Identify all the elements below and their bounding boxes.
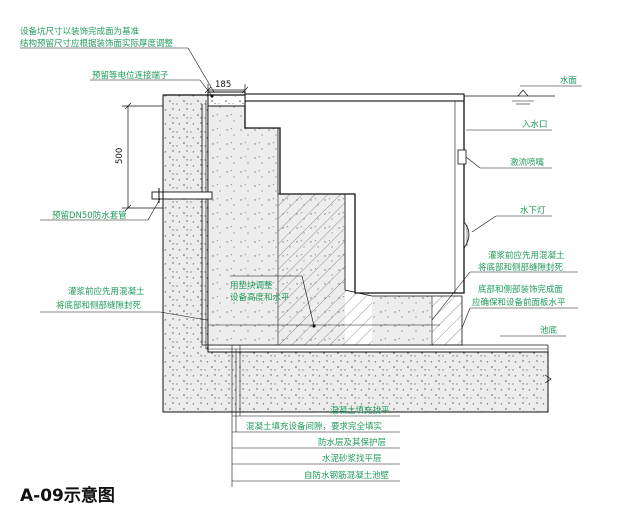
layer-label-5: 自防水钢筋混凝土池壁 xyxy=(304,470,390,481)
label-water-surface: 水面 xyxy=(560,75,578,86)
label-terminal: 预留等电位连接端子 xyxy=(92,70,169,81)
label-jet: 激流喷嘴 xyxy=(510,157,545,168)
layer-label-1: 混凝土填充找平 xyxy=(330,405,390,416)
pool-water-lines xyxy=(464,89,555,412)
label-finish-2: 应确保和设备前面板水平 xyxy=(472,297,566,308)
spa-equipment xyxy=(244,93,470,294)
top-note-line-1: 设备坑尺寸以装饰完成面为基准 xyxy=(20,26,140,37)
label-pool-bottom: 池底 xyxy=(540,325,558,336)
label-inlet: 入水口 xyxy=(522,119,548,130)
dimension-500-label: 500 xyxy=(115,148,125,164)
dimension-185: 185 xyxy=(204,80,249,94)
top-note-line-2: 结构预留尺寸应根据装饰面实际厚度调整 xyxy=(20,38,174,49)
label-finish-1: 底部和侧部装饰完成面 xyxy=(478,284,564,295)
dimension-185-label: 185 xyxy=(215,80,231,90)
layer-label-2: 混凝土填充设备间隙，要求完全填实 xyxy=(246,421,382,432)
label-shim-2: 设备高度和水平 xyxy=(230,292,290,303)
leader-lines xyxy=(20,47,582,487)
label-shim-1: 用垫块调整 xyxy=(230,280,273,291)
label-grout-left-2: 将底部和侧部缝隙封死 xyxy=(56,300,142,311)
dimension-500: 500 xyxy=(115,102,163,212)
layer-label-3: 防水层及其保护层 xyxy=(318,437,386,448)
filling-concrete xyxy=(207,103,463,346)
layer-label-4: 水泥砂浆找平层 xyxy=(322,453,382,464)
label-light: 水下灯 xyxy=(520,205,546,216)
terminal-block-fill xyxy=(208,96,245,104)
label-sleeve: 预留DN50防水套管 xyxy=(52,210,127,221)
label-grout-left-1: 灌浆前应先用混凝土 xyxy=(68,286,145,297)
label-grout-right-1: 灌浆前应先用混凝土 xyxy=(488,250,565,261)
drawing-title: A-09示意图 xyxy=(20,485,115,506)
label-grout-right-2: 将底部和侧部缝隙封死 xyxy=(478,262,564,273)
